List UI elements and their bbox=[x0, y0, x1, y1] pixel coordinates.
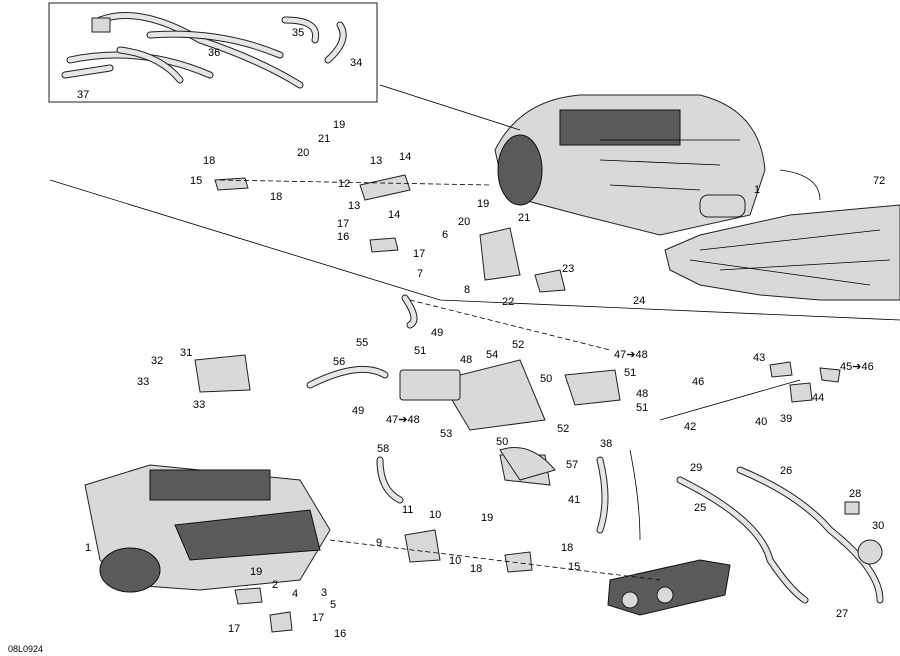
callout-37: 37 bbox=[77, 89, 89, 101]
callout-51-a: 51 bbox=[414, 345, 426, 357]
callout-2: 2 bbox=[272, 579, 278, 591]
callout-18-d: 18 bbox=[470, 563, 482, 575]
callout-51-b: 51 bbox=[624, 367, 636, 379]
callout-52-a: 52 bbox=[512, 339, 524, 351]
callout-31: 31 bbox=[180, 347, 192, 359]
callout-54: 54 bbox=[486, 349, 498, 361]
callout-8: 8 bbox=[464, 284, 470, 296]
callout-22: 22 bbox=[502, 296, 514, 308]
callout-41: 41 bbox=[568, 494, 580, 506]
callout-16-b: 16 bbox=[334, 628, 346, 640]
small-brackets bbox=[194, 174, 841, 633]
frame-chassis bbox=[664, 204, 900, 301]
callout-12: 12 bbox=[338, 178, 350, 190]
callout-50-b: 50 bbox=[496, 436, 508, 448]
callout-34: 34 bbox=[350, 57, 362, 69]
callout-18-c: 18 bbox=[561, 542, 573, 554]
callout-labels: 34 35 36 37 1 72 19 21 20 13 14 18 15 12… bbox=[8, 27, 885, 654]
callout-13-a: 13 bbox=[370, 155, 382, 167]
callout-26: 26 bbox=[780, 465, 792, 477]
callout-53: 53 bbox=[440, 428, 452, 440]
callout-10-b: 10 bbox=[449, 555, 461, 567]
callout-21-top: 21 bbox=[318, 133, 330, 145]
callout-50-a: 50 bbox=[540, 373, 552, 385]
callout-45-46: 45➔46 bbox=[840, 361, 874, 373]
callout-72: 72 bbox=[873, 175, 885, 187]
callout-57: 57 bbox=[566, 459, 578, 471]
callout-24: 24 bbox=[633, 295, 645, 307]
callout-1-bottom: 1 bbox=[85, 542, 91, 554]
callout-7: 7 bbox=[417, 268, 423, 280]
callout-51-c: 51 bbox=[636, 402, 648, 414]
callout-19-top: 19 bbox=[333, 119, 345, 131]
callout-55: 55 bbox=[356, 337, 368, 349]
callout-49-b: 49 bbox=[352, 405, 364, 417]
callout-17-b: 17 bbox=[413, 248, 425, 260]
callout-4: 4 bbox=[292, 588, 298, 600]
callout-38: 38 bbox=[600, 438, 612, 450]
drawing-code: 08L0924 bbox=[8, 644, 43, 654]
callout-47-48-a: 47➔48 bbox=[614, 349, 648, 361]
callout-56: 56 bbox=[333, 356, 345, 368]
callout-19-mid: 19 bbox=[477, 198, 489, 210]
callout-46: 46 bbox=[692, 376, 704, 388]
callout-58: 58 bbox=[377, 443, 389, 455]
callout-15-b: 15 bbox=[568, 561, 580, 573]
callout-15-a: 15 bbox=[190, 175, 202, 187]
callout-17-a: 17 bbox=[337, 218, 349, 230]
engine-lower bbox=[84, 464, 331, 593]
callout-48-b: 48 bbox=[636, 388, 648, 400]
callout-47-48-b: 47➔48 bbox=[386, 414, 420, 426]
callout-5: 5 bbox=[330, 599, 336, 611]
callout-1-top: 1 bbox=[754, 184, 760, 196]
callout-35: 35 bbox=[292, 27, 304, 39]
callout-33-b: 33 bbox=[193, 399, 205, 411]
callout-14-b: 14 bbox=[388, 209, 400, 221]
callout-20-mid: 20 bbox=[458, 216, 470, 228]
callout-23: 23 bbox=[562, 263, 574, 275]
callout-32: 32 bbox=[151, 355, 163, 367]
callout-44: 44 bbox=[812, 392, 824, 404]
callout-14-a: 14 bbox=[399, 151, 411, 163]
hose-inset-box bbox=[48, 2, 378, 103]
callout-40: 40 bbox=[755, 416, 767, 428]
callout-29: 29 bbox=[690, 462, 702, 474]
callout-30: 30 bbox=[872, 520, 884, 532]
callout-11: 11 bbox=[402, 504, 413, 516]
callout-33-a: 33 bbox=[137, 376, 149, 388]
callout-18-b: 18 bbox=[270, 191, 282, 203]
callout-20-top: 20 bbox=[297, 147, 309, 159]
callout-28: 28 bbox=[849, 488, 861, 500]
callout-13-b: 13 bbox=[348, 200, 360, 212]
throttle-body bbox=[607, 559, 731, 616]
callout-48-a: 48 bbox=[460, 354, 472, 366]
callout-19-c: 19 bbox=[250, 566, 262, 578]
callout-42: 42 bbox=[684, 421, 696, 433]
engine-upper bbox=[494, 94, 766, 236]
callout-16-a: 16 bbox=[337, 231, 349, 243]
callout-10-a: 10 bbox=[429, 509, 441, 521]
hoses-lower-right bbox=[596, 379, 884, 604]
callout-17-c: 17 bbox=[312, 612, 324, 624]
callout-49-a: 49 bbox=[431, 327, 443, 339]
callout-21-mid: 21 bbox=[518, 212, 530, 224]
callout-19-b: 19 bbox=[481, 512, 493, 524]
callout-6: 6 bbox=[442, 229, 448, 241]
callout-25: 25 bbox=[694, 502, 706, 514]
guide-lines bbox=[49, 84, 900, 581]
callout-17-d: 17 bbox=[228, 623, 240, 635]
callout-27: 27 bbox=[836, 608, 848, 620]
callout-36: 36 bbox=[208, 47, 220, 59]
callout-39: 39 bbox=[780, 413, 792, 425]
callout-18-a: 18 bbox=[203, 155, 215, 167]
callout-3: 3 bbox=[321, 587, 327, 599]
callout-9: 9 bbox=[376, 537, 382, 549]
callout-52-b: 52 bbox=[557, 423, 569, 435]
callout-43: 43 bbox=[753, 352, 765, 364]
